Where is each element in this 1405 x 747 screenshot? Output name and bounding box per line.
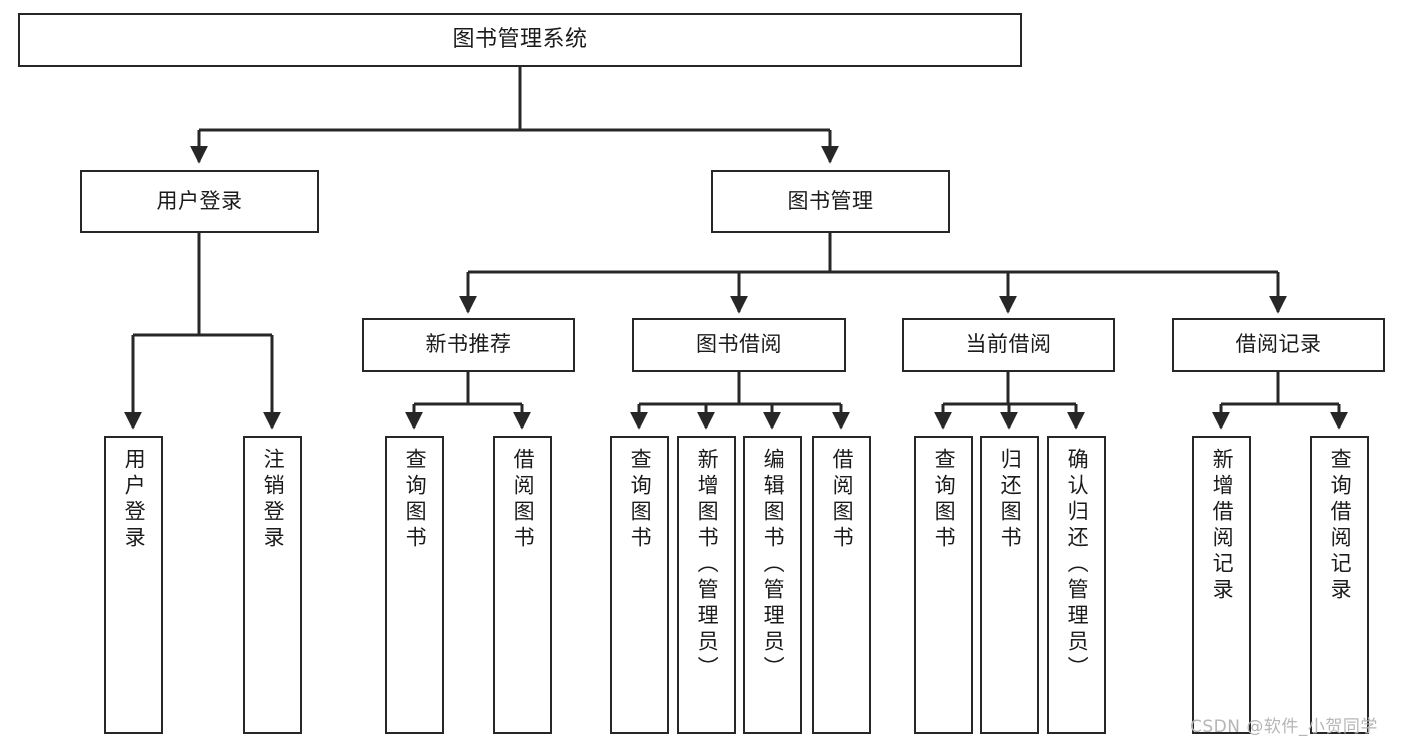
node-book-borrow[interactable]: 图书借阅 [632,318,846,372]
node-leaf-query-book-2-label: 查询图书 [628,448,653,552]
node-borrow-record[interactable]: 借阅记录 [1172,318,1385,372]
node-leaf-confirm-return-label: 确认归还（管理员） [1065,448,1090,682]
node-leaf-query-book-1-label: 查询图书 [403,448,428,552]
node-leaf-borrow-book-1-label: 借阅图书 [511,448,536,552]
node-leaf-edit-book[interactable]: 编辑图书（管理员） [743,436,802,734]
node-leaf-user-logout-label: 注销登录 [261,448,286,552]
node-leaf-query-book-3[interactable]: 查询图书 [914,436,973,734]
node-leaf-query-book-1[interactable]: 查询图书 [385,436,444,734]
node-leaf-borrow-book-2-label: 借阅图书 [830,448,855,552]
node-leaf-return-book[interactable]: 归还图书 [980,436,1039,734]
node-leaf-add-record[interactable]: 新增借阅记录 [1192,436,1251,734]
node-book-borrow-label: 图书借阅 [696,332,782,357]
node-current-borrow[interactable]: 当前借阅 [902,318,1115,372]
node-leaf-confirm-return[interactable]: 确认归还（管理员） [1047,436,1106,734]
node-leaf-add-record-label: 新增借阅记录 [1210,448,1235,604]
node-new-book-recommend[interactable]: 新书推荐 [362,318,575,372]
node-borrow-record-label: 借阅记录 [1235,332,1322,357]
node-new-book-recommend-label: 新书推荐 [425,332,512,357]
node-leaf-borrow-book-1[interactable]: 借阅图书 [493,436,552,734]
node-leaf-borrow-book-2[interactable]: 借阅图书 [812,436,871,734]
node-root[interactable]: 图书管理系统 [18,13,1022,67]
node-leaf-query-record-label: 查询借阅记录 [1328,448,1353,604]
node-leaf-query-book-3-label: 查询图书 [932,448,957,552]
node-leaf-edit-book-label: 编辑图书（管理员） [761,448,786,682]
node-leaf-user-login[interactable]: 用户登录 [104,436,163,734]
node-leaf-user-logout[interactable]: 注销登录 [243,436,302,734]
node-leaf-query-record[interactable]: 查询借阅记录 [1310,436,1369,734]
node-book-manage[interactable]: 图书管理 [711,170,950,233]
node-root-label: 图书管理系统 [452,26,588,52]
node-leaf-add-book-label: 新增图书（管理员） [695,448,720,682]
node-leaf-add-book[interactable]: 新增图书（管理员） [677,436,736,734]
node-leaf-user-login-label: 用户登录 [122,448,147,552]
node-user-login[interactable]: 用户登录 [80,170,319,233]
node-leaf-return-book-label: 归还图书 [998,448,1023,552]
csdn-watermark: CSDN @软件_小贺同学 [1190,717,1378,737]
node-leaf-query-book-2[interactable]: 查询图书 [610,436,669,734]
node-current-borrow-label: 当前借阅 [965,332,1052,357]
node-user-login-label: 用户登录 [156,188,243,213]
node-book-manage-label: 图书管理 [787,188,874,213]
